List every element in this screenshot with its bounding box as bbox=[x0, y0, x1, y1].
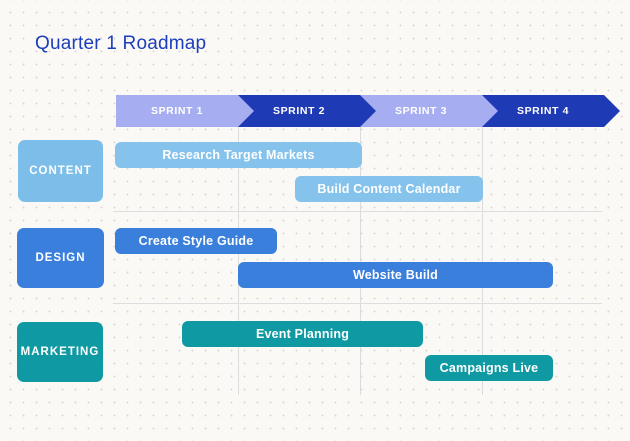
sprint-arrow-2: SPRINT 2 bbox=[238, 95, 376, 127]
task-bar-campaigns-live: Campaigns Live bbox=[425, 355, 553, 381]
row-label-design: DESIGN bbox=[17, 228, 104, 288]
sprint-arrow-1: SPRINT 1 bbox=[116, 95, 254, 127]
task-bar-build-content-calendar: Build Content Calendar bbox=[295, 176, 483, 202]
task-bar-event-planning: Event Planning bbox=[182, 321, 423, 347]
gridline-horizontal-content-design bbox=[113, 211, 602, 212]
gridline-vertical-sprint1-2 bbox=[238, 127, 239, 395]
task-bar-create-style-guide: Create Style Guide bbox=[115, 228, 277, 254]
gridline-horizontal-design-marketing bbox=[113, 303, 602, 304]
gridline-vertical-sprint2-3 bbox=[360, 127, 361, 395]
gridline-vertical-sprint3-4 bbox=[482, 127, 483, 395]
task-bar-research-target-markets: Research Target Markets bbox=[115, 142, 362, 168]
row-label-content: CONTENT bbox=[18, 140, 103, 202]
sprint-arrow-4: SPRINT 4 bbox=[482, 95, 620, 127]
task-bar-website-build: Website Build bbox=[238, 262, 553, 288]
row-label-marketing: MARKETING bbox=[17, 322, 103, 382]
sprint-arrow-3: SPRINT 3 bbox=[360, 95, 498, 127]
page-title: Quarter 1 Roadmap bbox=[35, 33, 207, 54]
